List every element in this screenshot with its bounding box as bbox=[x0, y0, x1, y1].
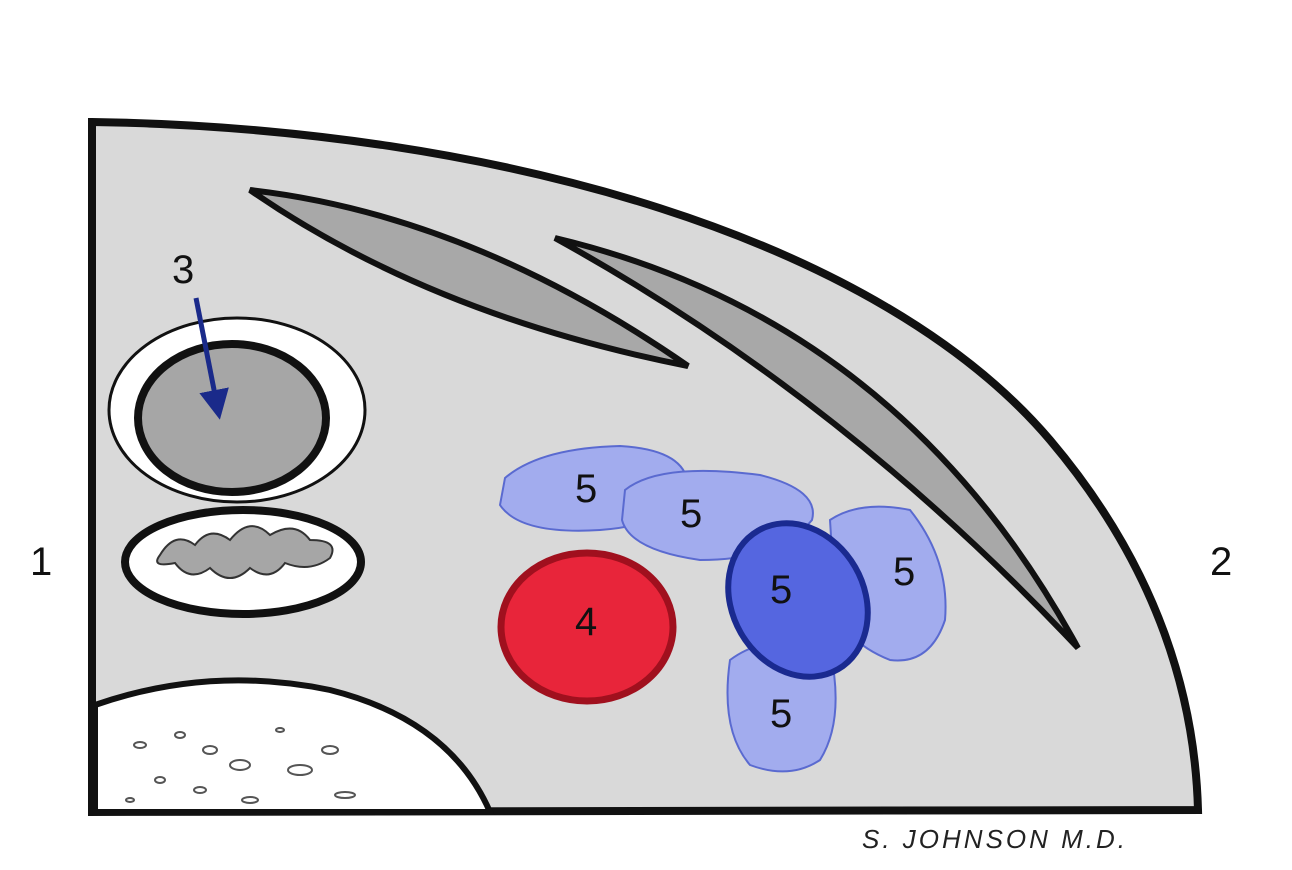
signature: S. JOHNSON M.D. bbox=[862, 824, 1128, 854]
bottom-left-structure bbox=[92, 677, 495, 815]
label-5e: 5 bbox=[770, 692, 792, 736]
red-vessel bbox=[497, 549, 677, 705]
label-5d: 5 bbox=[893, 550, 915, 594]
label-4: 4 bbox=[575, 600, 597, 644]
lower-structure-lumen bbox=[156, 525, 334, 579]
structure-core bbox=[134, 340, 330, 496]
speckles bbox=[125, 727, 356, 804]
dark-blue-node bbox=[725, 520, 871, 680]
label-1: 1 bbox=[30, 540, 52, 584]
label-5b: 5 bbox=[680, 492, 702, 536]
muscle-lower bbox=[553, 235, 1081, 651]
label-5c: 5 bbox=[770, 568, 792, 612]
label-5a: 5 bbox=[575, 467, 597, 511]
arrow-icon bbox=[193, 297, 229, 420]
label-3: 3 bbox=[172, 248, 194, 292]
muscle-upper bbox=[248, 187, 690, 369]
label-2: 2 bbox=[1210, 540, 1232, 584]
